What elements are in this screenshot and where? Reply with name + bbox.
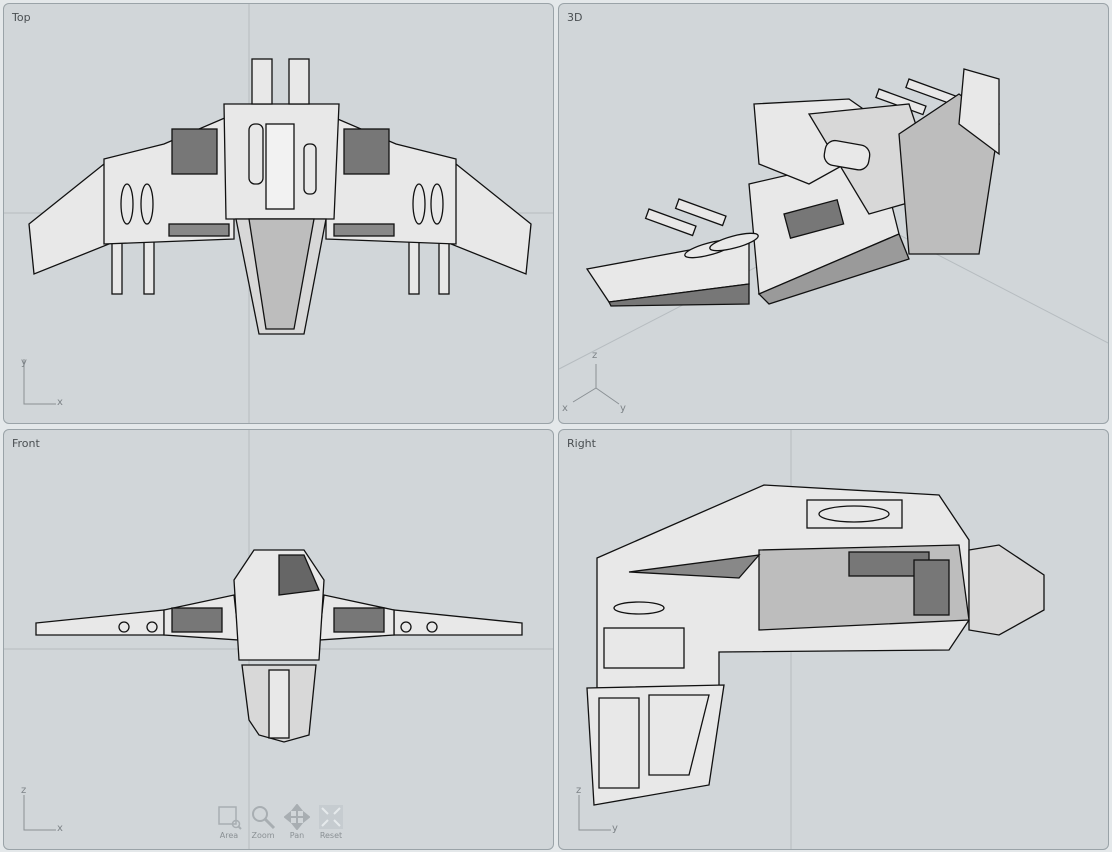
reset-button[interactable]: Reset <box>316 804 346 840</box>
axis-label: x <box>57 397 63 408</box>
perspective-view-model <box>559 68 1108 405</box>
top-view-model <box>4 4 553 423</box>
right-view-model <box>578 430 1045 849</box>
magnifier-icon <box>252 806 276 830</box>
axis-label: y <box>620 403 626 414</box>
tool-label: Pan <box>289 831 305 840</box>
pan-button[interactable]: Pan <box>282 804 312 840</box>
tool-label: Area <box>219 831 239 840</box>
axis-label: x <box>562 403 568 414</box>
viewport-label: Front <box>12 437 40 450</box>
area-zoom-icon <box>218 806 242 830</box>
front-view-model <box>4 430 553 849</box>
tool-label: Zoom <box>251 831 275 840</box>
area-zoom-button[interactable]: Area <box>214 804 244 840</box>
viewport-right[interactable]: Right z y <box>558 429 1109 850</box>
axis-label: z <box>576 785 582 796</box>
viewport-front[interactable]: Front z x <box>3 429 554 850</box>
axis-label: x <box>57 823 63 834</box>
axis-label: z <box>592 350 598 361</box>
viewport-top[interactable]: Top y x <box>3 3 554 424</box>
axis-label: y <box>21 357 27 368</box>
viewport-label: 3D <box>567 11 583 24</box>
axis-label: z <box>21 785 27 796</box>
reset-expand-icon <box>319 805 343 829</box>
tool-label: Reset <box>319 831 343 840</box>
viewport-label: Top <box>12 11 31 24</box>
view-navigation-toolbar: Area Zoom Pan Reset <box>214 804 346 840</box>
viewport-label: Right <box>567 437 596 450</box>
zoom-button[interactable]: Zoom <box>248 804 278 840</box>
pan-arrows-icon <box>284 804 310 830</box>
axis-label: y <box>612 823 618 834</box>
viewport-3d[interactable]: 3D z x y <box>558 3 1109 424</box>
